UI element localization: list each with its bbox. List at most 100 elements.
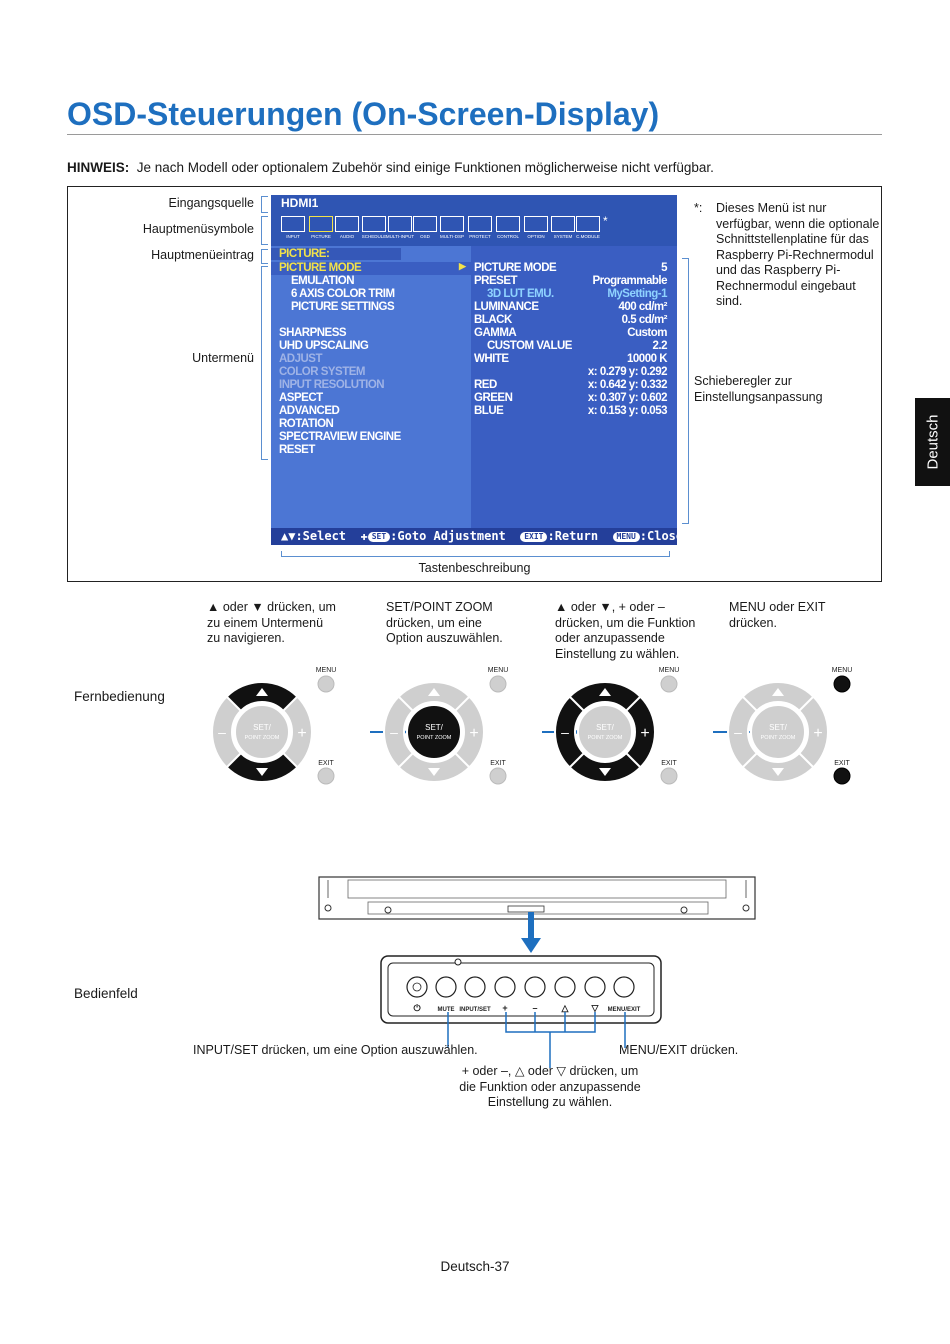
panel-button-label: ▽	[591, 1003, 600, 1013]
bracket-keys	[281, 551, 670, 557]
plus-label: +	[469, 725, 478, 742]
osd-icon-label: MULTI-INPUT	[385, 234, 415, 239]
plus-label: +	[640, 725, 649, 742]
set-label-2: POINT ZOOM	[417, 735, 452, 741]
up-arrow-icon	[599, 688, 611, 696]
osd-setting-value: x: 0.279 y: 0.292	[587, 366, 668, 378]
osd-setting-value: 0.5 cd/m²	[621, 314, 668, 326]
panel-button-label: MUTE	[438, 1007, 455, 1013]
set-point-zoom-key	[577, 704, 633, 760]
exit-label: EXIT	[490, 760, 506, 767]
osd-menu-item[interactable]: SPECTRAVIEW ENGINE	[279, 431, 401, 443]
osd-menu-item[interactable]: RESET	[279, 444, 315, 456]
osd-icon-protect-icon	[468, 216, 492, 232]
panel-note-input-set: INPUT/SET drücken, um eine Option auszuw…	[193, 1043, 478, 1057]
set-label-1: SET/	[769, 723, 788, 732]
panel-button-label: –	[532, 1003, 537, 1013]
panel-button[interactable]	[554, 976, 576, 998]
osd-menu-item[interactable]: ROTATION	[279, 418, 334, 430]
step-1-text: ▲ oder ▼ drücken, um zu einem Untermenü …	[207, 600, 336, 645]
panel-button[interactable]	[613, 976, 635, 998]
osd-setting-label: PRESET	[474, 275, 518, 287]
osd-menu-item[interactable]: EMULATION	[291, 275, 355, 287]
osd-selected-bar	[271, 262, 471, 275]
osd-setting-label: WHITE	[474, 353, 509, 365]
panel-button[interactable]	[406, 976, 428, 998]
osd-setting-label: PICTURE MODE	[474, 262, 557, 274]
exit-key	[833, 767, 851, 785]
minus-label: –	[218, 724, 226, 740]
osd-icon-audio-icon	[335, 216, 359, 232]
panel-button[interactable]	[584, 976, 606, 998]
menu-key	[489, 675, 507, 693]
osd-icon-label: PROTECT	[469, 234, 491, 239]
panel-button[interactable]	[435, 976, 457, 998]
osd-menu-item[interactable]: SHARPNESS	[279, 327, 347, 339]
osd-icon-system-icon	[551, 216, 575, 232]
osd-setting-value: 400 cd/m²	[618, 301, 667, 313]
bracket-source	[261, 196, 268, 213]
up-arrow-icon	[256, 688, 268, 696]
osd-menu-item[interactable]: COLOR SYSTEM	[279, 366, 366, 378]
panel-button[interactable]	[494, 976, 516, 998]
osd-menu-item[interactable]: PICTURE MODE	[279, 262, 362, 274]
osd-menu-item[interactable]: 6 AXIS COLOR TRIM	[291, 288, 395, 300]
panel-button-label: INPUT/SET	[459, 1007, 491, 1013]
set-label-1: SET/	[425, 723, 444, 732]
asterisk-note: Dieses Menü ist nur verfügbar, wenn die …	[716, 201, 880, 308]
menu-key	[660, 675, 678, 693]
menu-label: MENU	[488, 667, 509, 674]
osd-selected-arrow: ▶	[459, 261, 466, 271]
osd-menu-item[interactable]: ASPECT	[279, 392, 323, 404]
osd-setting-label: GAMMA	[474, 327, 517, 339]
osd-setting-value: 2.2	[652, 340, 668, 352]
osd-input-source: HDMI1	[271, 195, 677, 212]
panel-button-center	[412, 982, 422, 992]
osd-foot-set: SET	[367, 531, 391, 542]
osd-menu-item[interactable]: ADVANCED	[279, 405, 340, 417]
panel-button[interactable]	[464, 976, 486, 998]
osd-icon-input-icon	[281, 216, 305, 232]
osd-menu-item[interactable]: INPUT RESOLUTION	[279, 379, 385, 391]
note-label: HINWEIS:	[67, 160, 130, 175]
callout-main-entry: Hauptmenüeintrag	[151, 248, 254, 262]
osd-icon-label: AUDIO	[339, 234, 355, 239]
osd-asterisk: *	[603, 214, 608, 228]
osd-menu-item[interactable]: ADJUST	[279, 353, 323, 365]
bracket-entry	[261, 249, 268, 264]
osd-setting-value: Programmable	[592, 275, 667, 287]
set-label-2: POINT ZOOM	[588, 735, 623, 741]
exit-label: EXIT	[661, 760, 677, 767]
osd-icon-picture-icon	[309, 216, 333, 232]
bracket-icons	[261, 216, 268, 245]
osd-icon-label: PICTURE	[311, 234, 331, 239]
osd-key-guide: ▲▼:Select ✚SET:Goto Adjustment EXIT:Retu…	[271, 528, 683, 545]
page-title: OSD-Steuerungen (On-Screen-Display)	[67, 96, 660, 132]
osd-menu-item[interactable]: PICTURE SETTINGS	[291, 301, 395, 313]
panel-button[interactable]	[524, 976, 546, 998]
osd-foot-goto: :Goto Adjustment	[390, 529, 506, 543]
osd-setting-label: LUMINANCE	[474, 301, 539, 313]
panel-button-label: +	[502, 1003, 507, 1013]
exit-key	[660, 767, 678, 785]
osd-foot-menu: MENU	[612, 531, 640, 542]
up-arrow-icon	[428, 688, 440, 696]
osd-icon-label: SCHEDULE	[361, 234, 387, 239]
osd-icon-label: OSD	[420, 234, 430, 239]
osd-menu-item[interactable]: UHD UPSCALING	[279, 340, 369, 352]
plus-label: +	[297, 725, 306, 742]
osd-setting-value: MySetting-1	[607, 288, 667, 300]
set-point-zoom-key	[406, 704, 462, 760]
callout-slider: Schieberegler zur Einstellungsanpassung	[694, 374, 823, 404]
panel-callout-lines	[447, 1012, 626, 1068]
osd-icon-label: MULTI-DSP	[440, 234, 464, 239]
callout-main-icons: Hauptmenüsymbole	[142, 222, 254, 236]
osd-icon-option-icon	[524, 216, 548, 232]
osd-setting-value: x: 0.307 y: 0.602	[587, 392, 668, 404]
set-label-2: POINT ZOOM	[761, 735, 796, 741]
